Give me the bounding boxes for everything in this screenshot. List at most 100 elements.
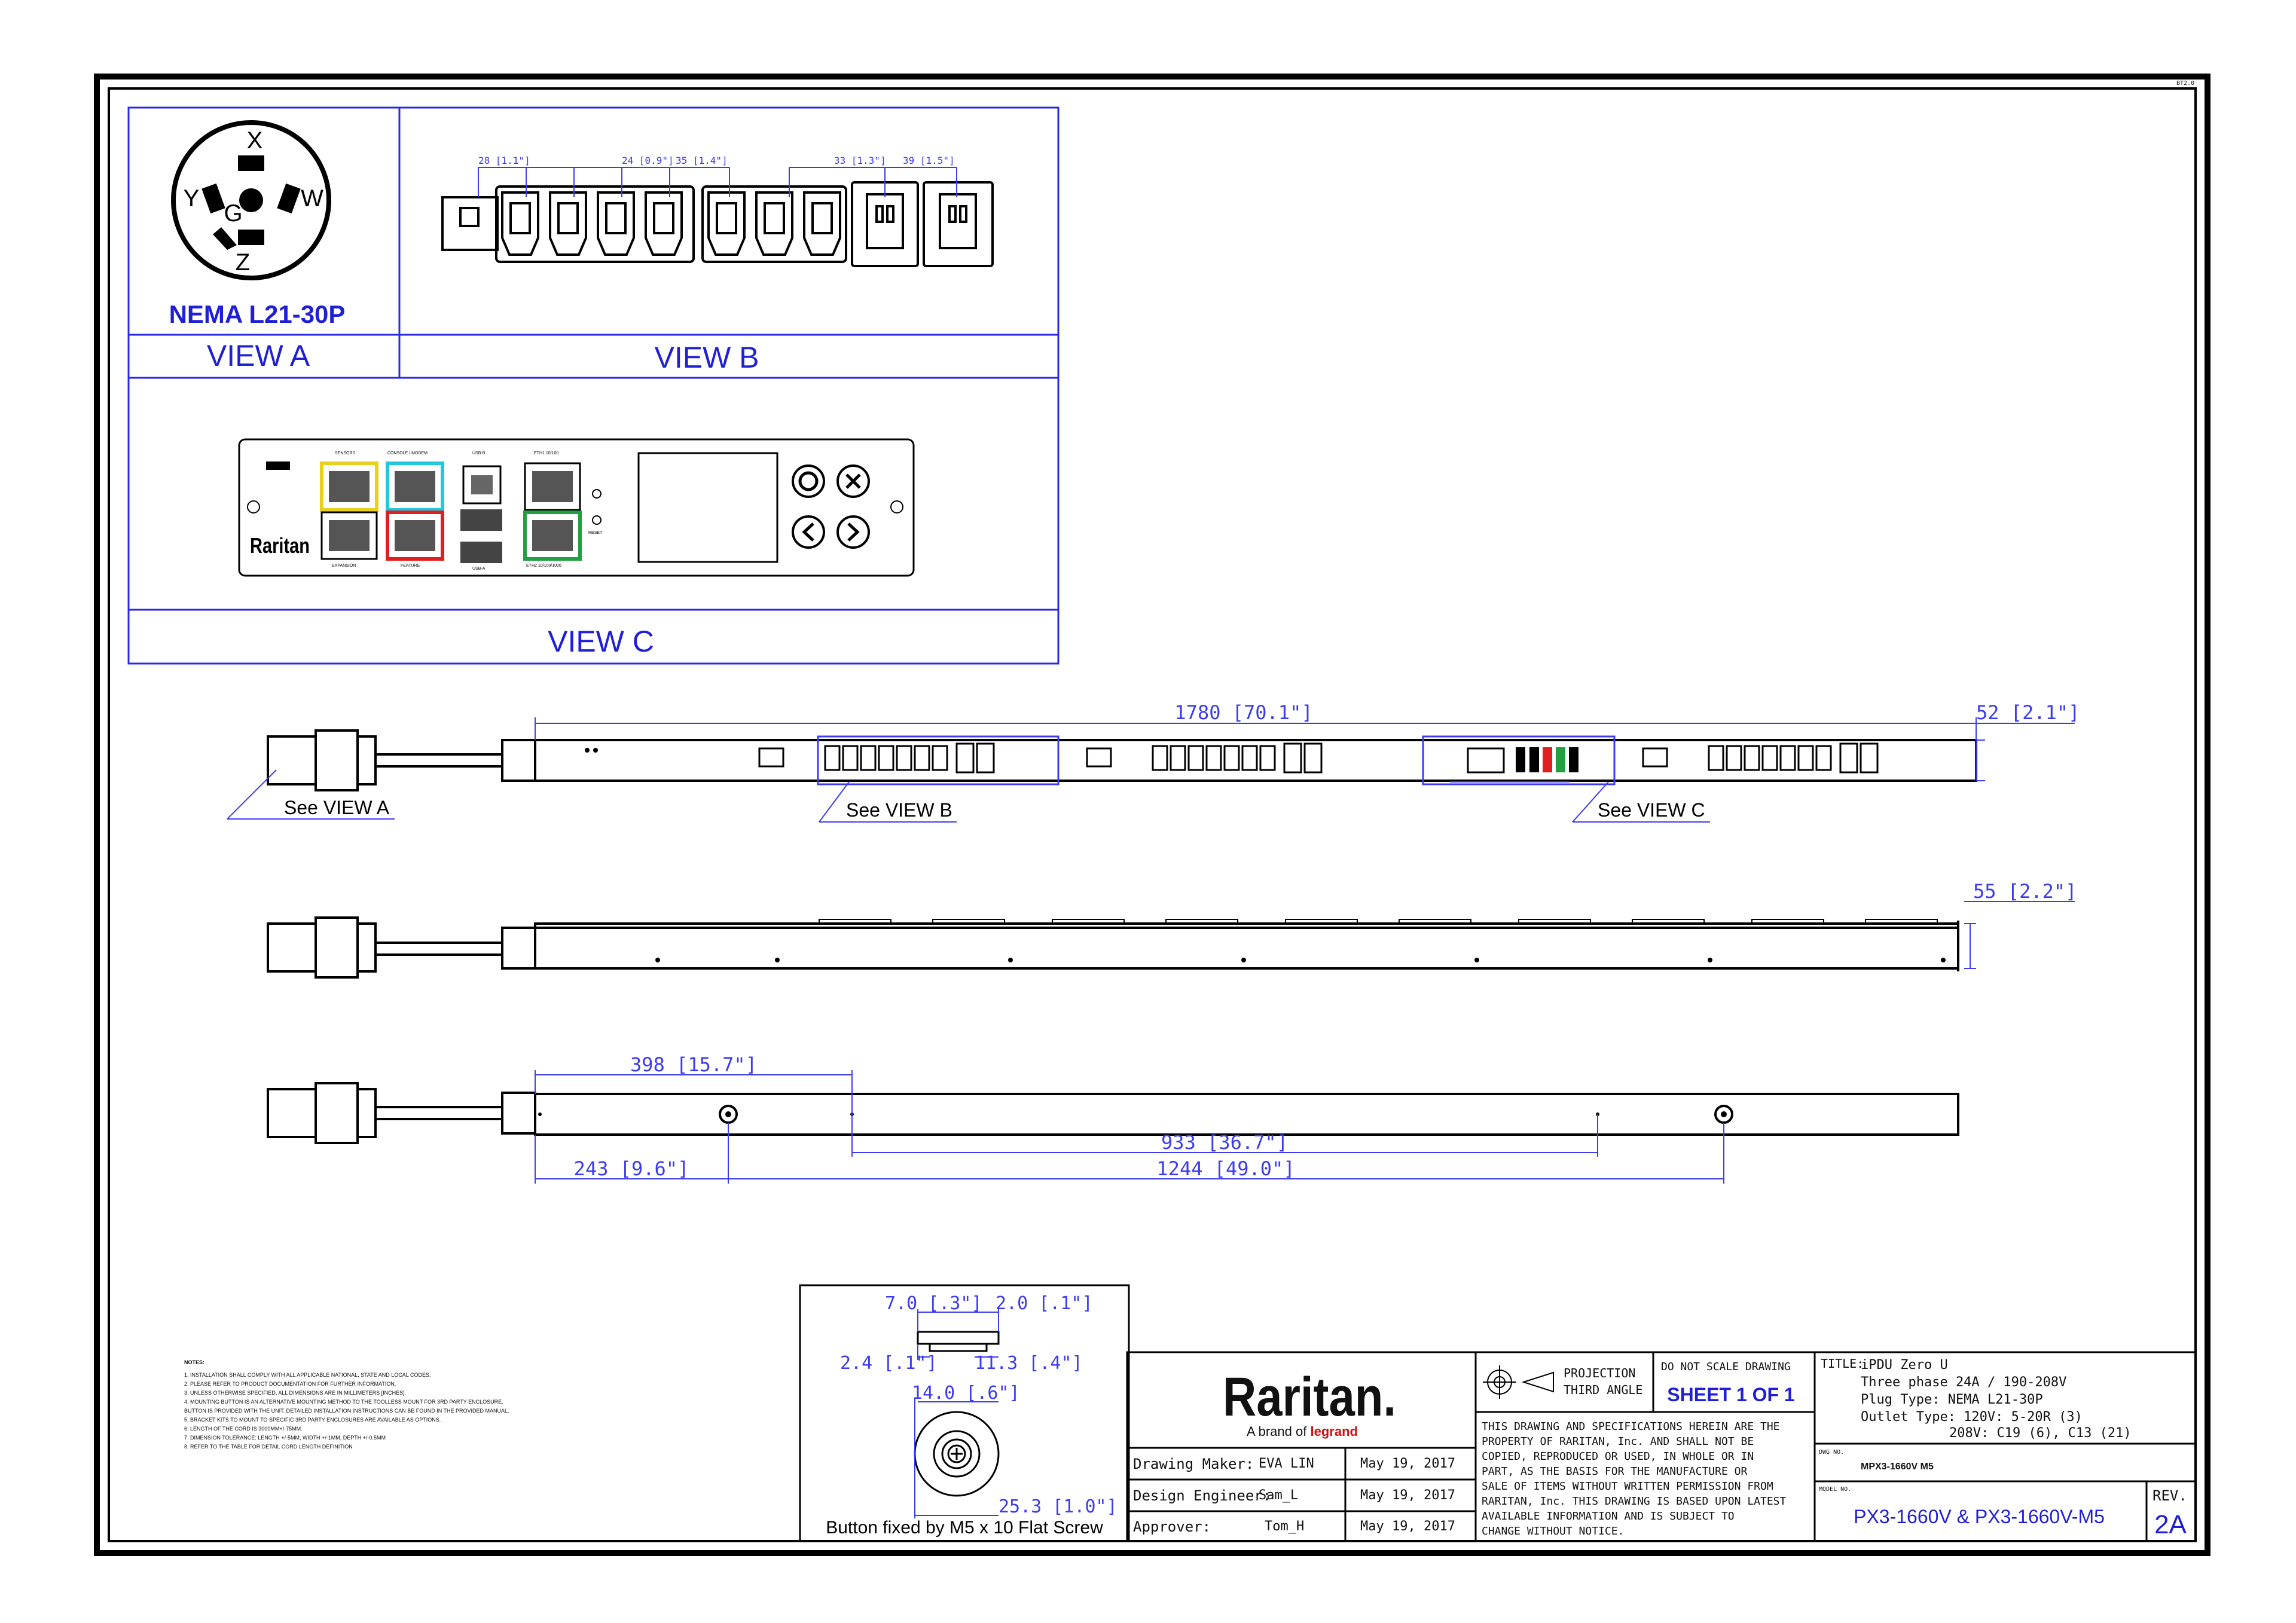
pin-z-label: Z — [236, 249, 250, 276]
svg-text:3. UNLESS OTHERWISE SPECIFIED,: 3. UNLESS OTHERWISE SPECIFIED, ALL DIMEN… — [184, 1390, 406, 1396]
drawing-maker-label: Drawing Maker: — [1133, 1456, 1254, 1472]
svg-text:SALE OF ITEMS WITHOUT WRITTEN: SALE OF ITEMS WITHOUT WRITTEN PERMISSION… — [1482, 1480, 1773, 1493]
right-button — [836, 515, 870, 549]
svg-text:THIS DRAWING AND SPECIFICATION: THIS DRAWING AND SPECIFICATIONS HEREIN A… — [1482, 1420, 1780, 1433]
plug-type-label: NEMA L21-30P — [169, 300, 346, 328]
front-width-dim: 52 [2.1"] — [1976, 701, 2080, 724]
inner-frame — [108, 87, 2197, 1542]
back-dim-243: 243 [9.6"] — [574, 1157, 689, 1180]
pin-w-label: W — [301, 185, 323, 212]
view-b-dim-39: 39 [1.5"] — [903, 155, 955, 166]
see-view-c-callout: See VIEW C — [1598, 799, 1705, 821]
c19-outlet-icon — [939, 193, 977, 249]
button-dim-11-3: 11.3 [.4"] — [975, 1353, 1083, 1374]
front-view-dims — [227, 717, 2075, 823]
view-b-dim-33: 33 [1.3"] — [834, 155, 886, 166]
feature-port — [386, 511, 444, 561]
eth2-port — [523, 511, 582, 561]
title-line-1: iPDU Zero U — [1861, 1358, 1948, 1373]
front-length-dim: 1780 [70.1"] — [1174, 701, 1312, 724]
view-c-title: VIEW C — [548, 625, 654, 658]
svg-text:FEATURE: FEATURE — [401, 564, 420, 568]
outlet-module — [1642, 742, 1879, 774]
pin-x-label: X — [247, 127, 263, 154]
svg-text:RESET: RESET — [588, 531, 603, 535]
title-line-3: Plug Type: NEMA L21-30P — [1861, 1392, 2043, 1407]
outer-frame — [94, 74, 2210, 1556]
views-panel — [127, 106, 1060, 665]
approver-name: Tom_H — [1265, 1519, 1304, 1534]
c13-outlet-icon — [755, 191, 793, 256]
dwg-no-label: DWG NO. — [1819, 1449, 1844, 1456]
projection-line1: PROJECTION — [1564, 1366, 1635, 1380]
cancel-button — [836, 464, 870, 498]
eth1-port — [524, 462, 581, 511]
side-depth-dim: 55 [2.2"] — [1973, 880, 2077, 903]
title-line-2: Three phase 24A / 190-208V — [1861, 1375, 2066, 1390]
outlet-module — [758, 742, 995, 774]
side-view-rivets — [655, 919, 1946, 962]
view-b-dim-28: 28 [1.1"] — [478, 155, 530, 166]
title-line-5: 208V: C19 (6), C13 (21) — [1949, 1426, 2132, 1441]
c13-outlet-icon — [803, 191, 841, 256]
svg-text:2. PLEASE REFER TO PRODUCT DOC: 2. PLEASE REFER TO PRODUCT DOCUMENTATION… — [184, 1381, 396, 1387]
notes-heading: NOTES: — [184, 1359, 204, 1365]
c13-outlet-icon — [645, 191, 683, 256]
button-dim-7: 7.0 [.3"] — [885, 1293, 982, 1314]
usb-b-port — [462, 465, 502, 505]
button-dim-14: 14.0 [.6"] — [912, 1383, 1020, 1404]
button-dim-2: 2.0 [.1"] — [996, 1293, 1093, 1314]
view-c-port-labels: SENSORS CONSOLE / MODEM USB-B ETH1 10/10… — [332, 451, 603, 571]
button-dim-25-3: 25.3 [1.0"] — [999, 1496, 1118, 1517]
dwg-no-value: MPX3-1660V M5 — [1861, 1462, 1934, 1472]
back-view — [267, 1082, 1959, 1144]
svg-text:ETH2 10/100/1000: ETH2 10/100/1000 — [526, 564, 561, 568]
lcd-display — [637, 452, 778, 563]
title-line-4: Outlet Type: 120V: 5-20R (3) — [1861, 1410, 2083, 1425]
svg-text:PROPERTY OF RARITAN, Inc. AND: PROPERTY OF RARITAN, Inc. AND SHALL NOT … — [1482, 1435, 1754, 1448]
design-engineer-label: Design Engineer: — [1133, 1487, 1271, 1504]
back-dim-398: 398 [15.7"] — [630, 1053, 757, 1076]
notes-block: NOTES: 1. INSTALLATION SHALL COMPLY WITH… — [184, 1359, 509, 1450]
model-no-label: MODEL NO. — [1819, 1486, 1851, 1493]
view-b-outlets — [501, 191, 977, 256]
see-view-b-callout: See VIEW B — [846, 799, 952, 821]
rev-value: 2A — [2154, 1510, 2187, 1539]
c13-outlet-icon — [597, 191, 635, 256]
view-b-dim-35: 35 [1.4"] — [676, 155, 728, 166]
svg-text:1. INSTALLATION SHALL COMPLY W: 1. INSTALLATION SHALL COMPLY WITH ALL AP… — [184, 1372, 430, 1378]
svg-text:CONSOLE / MODEM: CONSOLE / MODEM — [387, 451, 428, 456]
svg-text:5. BRACKET KITS TO MOUNT TO SP: 5. BRACKET KITS TO MOUNT TO SPECIFIC 3RD… — [184, 1417, 441, 1423]
title-block — [1126, 1351, 2197, 1542]
svg-text:COPIED, REPRODUCED OR USED, IN: COPIED, REPRODUCED OR USED, IN WHOLE OR … — [1482, 1450, 1754, 1463]
usb-a-port-1 — [460, 509, 502, 531]
svg-text:SENSORS: SENSORS — [335, 451, 356, 456]
view-b-dims — [478, 167, 957, 197]
svg-text:4. MOUNTING BUTTON IS AN ALTER: 4. MOUNTING BUTTON IS AN ALTERNATIVE MOU… — [184, 1399, 503, 1405]
svg-text:PART, AS THE BASIS FOR THE MAN: PART, AS THE BASIS FOR THE MANUFACTURE O… — [1482, 1465, 1747, 1478]
front-outlet-modules — [758, 742, 1879, 774]
svg-text:8. REFER TO THE TABLE FOR DETA: 8. REFER TO THE TABLE FOR DETAIL CORD LE… — [184, 1444, 353, 1450]
expansion-port — [320, 511, 378, 560]
svg-text:CHANGE WITHOUT NOTICE.: CHANGE WITHOUT NOTICE. — [1482, 1525, 1624, 1538]
svg-text:USB-B: USB-B — [472, 451, 486, 456]
side-view — [267, 916, 1959, 979]
design-engineer-name: Sam_L — [1259, 1488, 1298, 1503]
svg-text:USB-A: USB-A — [472, 567, 486, 571]
svg-text:RARITAN, Inc. THIS DRAWING IS: RARITAN, Inc. THIS DRAWING IS BASED UPON… — [1482, 1495, 1786, 1508]
button-detail-caption: Button fixed by M5 x 10 Flat Screw — [826, 1518, 1103, 1538]
back-dim-1244: 1244 [49.0"] — [1156, 1157, 1294, 1180]
view-b-title: VIEW B — [654, 341, 759, 374]
view-a-title: VIEW A — [207, 339, 310, 372]
back-dim-933: 933 [36.7"] — [1161, 1131, 1288, 1154]
svg-text:BUTTON IS PROVIDED WITH THE UN: BUTTON IS PROVIDED WITH THE UNIT. DETAIL… — [184, 1408, 509, 1414]
view-c-controller-panel: Raritan — [238, 438, 915, 577]
button-detail-dims — [914, 1309, 999, 1518]
sheet-number: SHEET 1 OF 1 — [1667, 1384, 1794, 1405]
front-view — [267, 729, 1977, 791]
sensors-port — [320, 461, 378, 512]
svg-text:AVAILABLE INFORMATION AND IS S: AVAILABLE INFORMATION AND IS SUBJECT TO — [1482, 1510, 1735, 1523]
svg-text:BT2.0: BT2.0 — [2176, 80, 2194, 87]
side-view-dims — [1964, 901, 2075, 969]
